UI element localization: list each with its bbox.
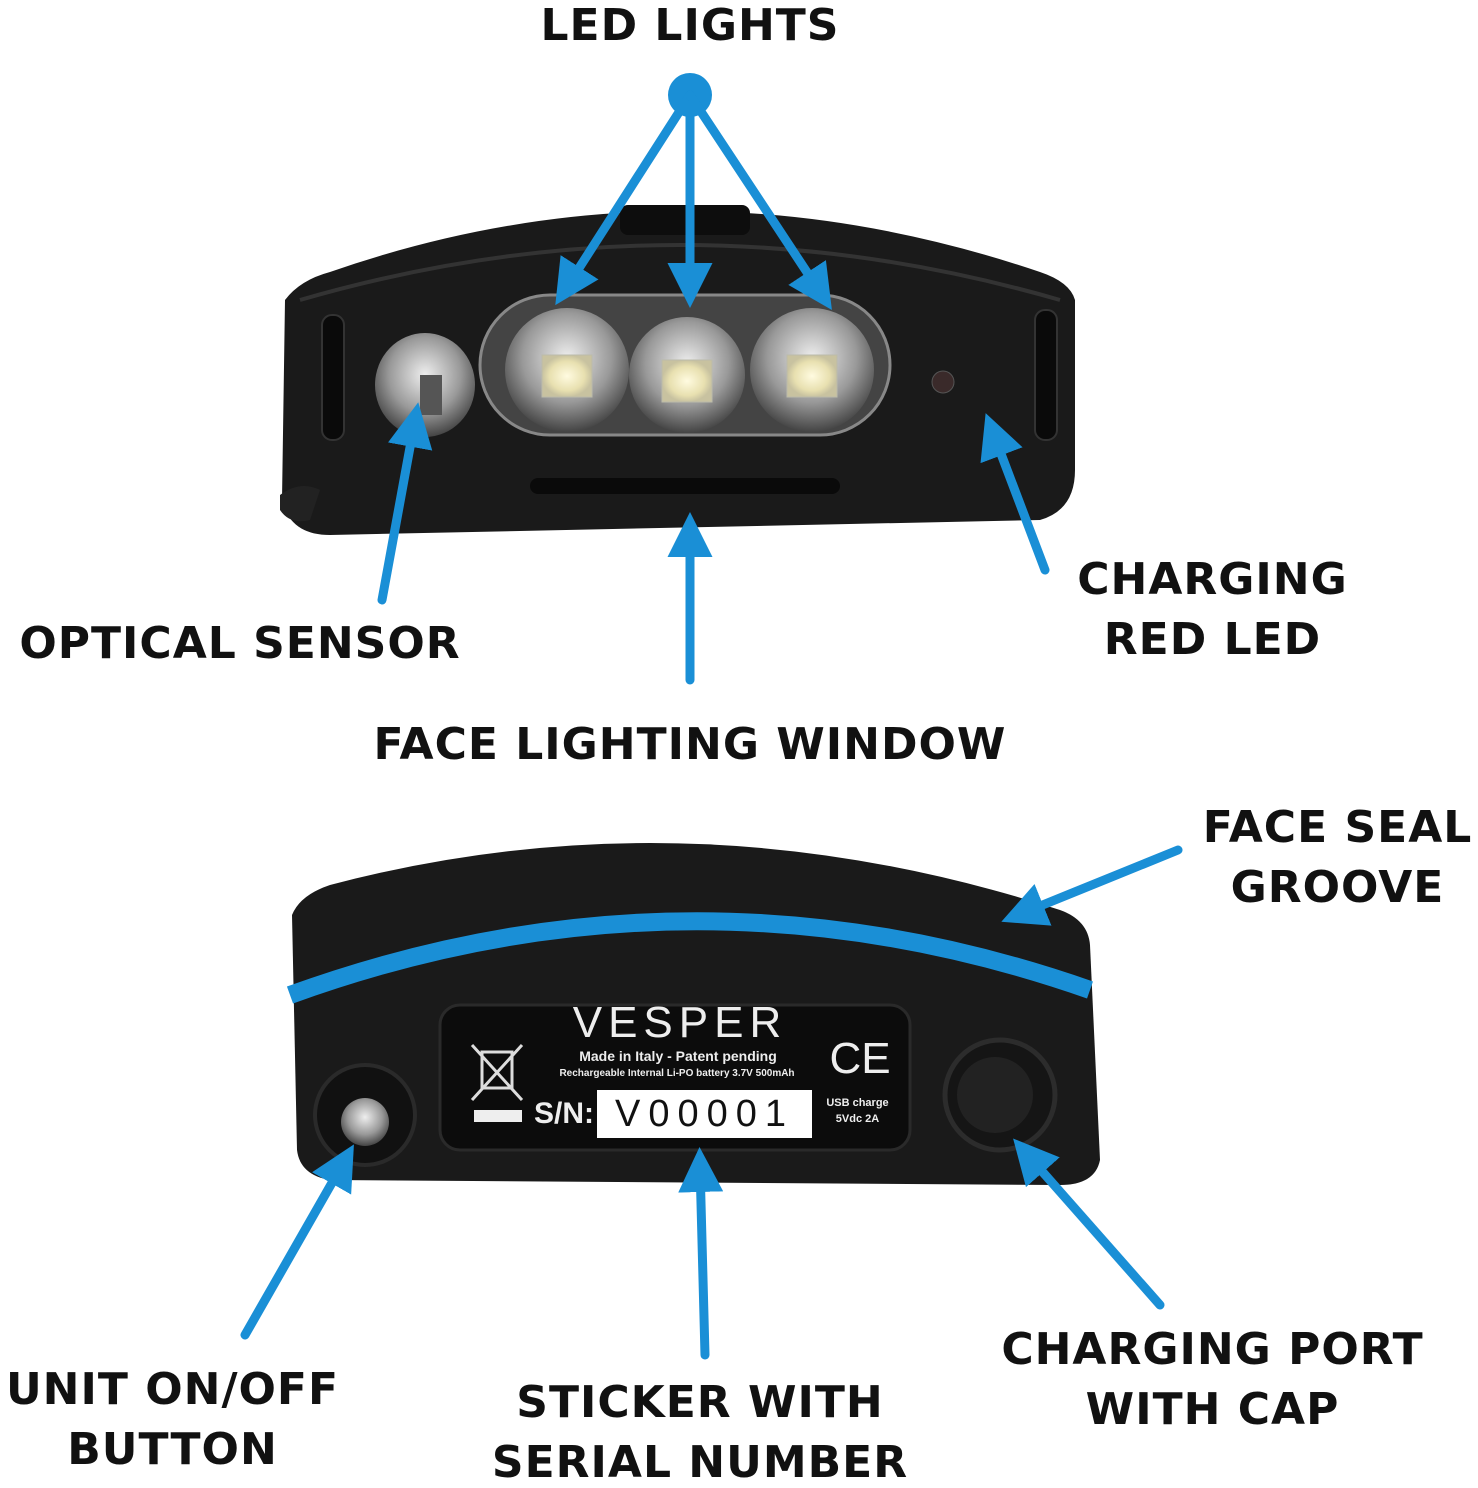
sticker-line-2: Rechargeable Internal Li-PO battery 3.7V… — [559, 1068, 795, 1079]
ce-mark: CE — [829, 1034, 891, 1083]
arrows-bottom — [240, 845, 1183, 1360]
headlamp-back — [286, 843, 1100, 1185]
face-lighting-window — [530, 478, 840, 494]
label-face-lighting-window: FACE LIGHTING WINDOW — [373, 719, 1007, 770]
led-light — [661, 359, 713, 403]
label-charging-red-led-2: RED LED — [1103, 614, 1322, 665]
brand-logo: VESPER — [572, 998, 788, 1047]
usb-charge-line-2: 5Vdc 2A — [835, 1113, 880, 1125]
headlamp-front — [280, 205, 1075, 535]
usb-charge-line-1: USB charge — [826, 1097, 889, 1109]
label-charging-red-led-1: CHARGING — [1077, 554, 1348, 605]
label-sticker-2: SERIAL NUMBER — [491, 1437, 909, 1488]
led-light — [541, 354, 593, 398]
label-on-off-2: BUTTON — [67, 1424, 278, 1475]
face-seal-groove — [286, 912, 1093, 1004]
label-charging-port-2: WITH CAP — [1085, 1384, 1340, 1435]
led-light — [786, 354, 838, 398]
serial-box — [597, 1090, 812, 1138]
label-optical-sensor: OPTICAL SENSOR — [19, 618, 461, 669]
sticker-line-1: Made in Italy - Patent pending — [579, 1048, 777, 1064]
arrows-top — [377, 73, 1050, 685]
label-face-seal-2: GROOVE — [1230, 862, 1445, 913]
label-charging-port-1: CHARGING PORT — [1001, 1324, 1424, 1375]
on-off-button — [341, 1098, 389, 1146]
serial-number: V00001 — [614, 1093, 794, 1135]
label-sticker-1: STICKER WITH — [516, 1377, 884, 1428]
red-led — [931, 370, 955, 394]
weee-icon — [470, 1043, 524, 1122]
label-led-lights: LED LIGHTS — [540, 0, 840, 51]
label-face-seal-1: FACE SEAL — [1202, 802, 1473, 853]
sn-label: S/N: — [534, 1097, 594, 1130]
label-on-off-1: UNIT ON/OFF — [5, 1364, 340, 1415]
